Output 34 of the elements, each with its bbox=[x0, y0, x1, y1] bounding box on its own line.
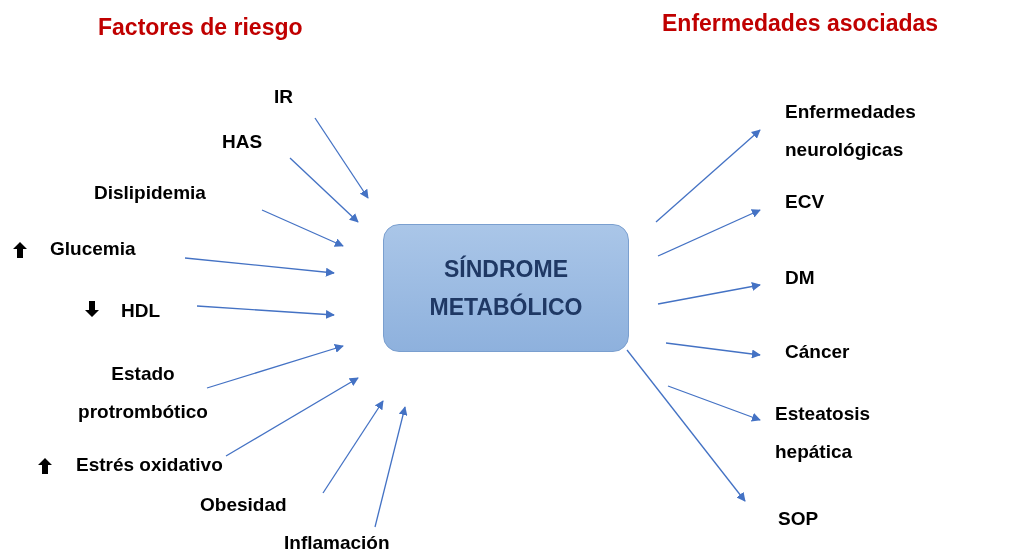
arrow bbox=[322, 400, 384, 494]
arrow bbox=[261, 209, 344, 247]
node-label: Dislipidemia bbox=[94, 181, 206, 205]
node-label: IR bbox=[274, 85, 293, 109]
arrow bbox=[196, 305, 335, 319]
arrow bbox=[626, 349, 746, 502]
arrow bbox=[665, 342, 761, 359]
arrow bbox=[657, 282, 761, 305]
node-label: Enfermedades neurológicas bbox=[785, 100, 917, 162]
node-label: HDL bbox=[121, 299, 161, 323]
box-title: SÍNDROME METABÓLICO bbox=[428, 254, 584, 322]
node-label: ECV bbox=[785, 190, 825, 214]
arrow bbox=[289, 157, 359, 223]
node-label: Estado protrombótico bbox=[77, 362, 209, 424]
arrow bbox=[657, 209, 761, 257]
node-label: Cáncer bbox=[785, 340, 850, 364]
node-label: Esteatosis hepática bbox=[775, 402, 872, 464]
arrow bbox=[225, 377, 359, 457]
process-box bbox=[383, 224, 629, 352]
node-label: Glucemia bbox=[50, 237, 136, 261]
node-label: DM bbox=[785, 266, 815, 290]
arrow bbox=[655, 129, 761, 223]
arrow bbox=[374, 406, 408, 528]
node-label: SOP bbox=[778, 507, 819, 531]
node-label: Inflamación bbox=[284, 531, 390, 555]
arrow bbox=[667, 385, 761, 422]
section-heading: Enfermedades asociadas bbox=[662, 10, 939, 37]
arrow bbox=[184, 257, 335, 277]
arrow bbox=[314, 117, 369, 199]
node-label: Estrés oxidativo bbox=[76, 453, 223, 477]
node-label: HAS bbox=[222, 130, 263, 154]
section-heading: Factores de riesgo bbox=[98, 14, 303, 41]
node-label: Obesidad bbox=[200, 493, 287, 517]
arrow bbox=[206, 344, 344, 389]
